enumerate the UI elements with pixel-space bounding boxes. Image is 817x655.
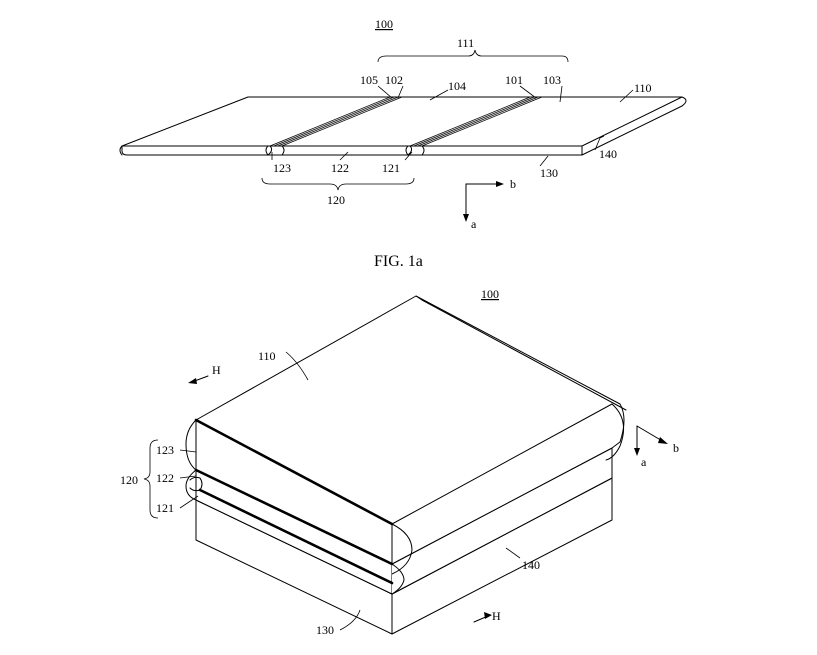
- folded-layer-upper: [185, 295, 627, 575]
- brace-120-b: [143, 439, 159, 519]
- fig-1b: 100: [120, 287, 679, 637]
- fig1b-ref-100: 100: [481, 287, 499, 301]
- axis-label-a: a: [471, 217, 477, 231]
- fig1b-ref-121: 121: [156, 501, 174, 515]
- fig1b-ref-123: 123: [156, 443, 174, 457]
- fig1a-ref-100: 100: [375, 17, 393, 31]
- axis-label-a-1b: a: [641, 455, 647, 469]
- fig1a-ref-121: 121: [382, 161, 400, 175]
- fig1a-ref-120: 120: [327, 193, 345, 207]
- fig1a-ref-122: 122: [331, 161, 349, 175]
- fig1a-caption: FIG. 1a: [374, 253, 423, 270]
- fig1a-ref-111: 111: [457, 36, 474, 50]
- fig1a-ref-110: 110: [634, 81, 652, 95]
- section-mark-h-top: H: [212, 363, 221, 377]
- unfolded-display-panel: [119, 96, 687, 156]
- fig1a-ref-102: 102: [385, 73, 403, 87]
- brace-120: [261, 177, 415, 191]
- fig1a-ref-123: 123: [273, 161, 291, 175]
- axis-indicator-1b: b a: [634, 425, 679, 469]
- axis-label-b: b: [510, 177, 516, 191]
- brace-111: [377, 49, 569, 63]
- axis-label-b-1b: b: [673, 441, 679, 455]
- section-mark-top: H: [188, 363, 221, 384]
- fig1b-ref-140: 140: [522, 558, 540, 572]
- axis-indicator-1a: b a: [463, 177, 516, 231]
- folded-layer-lower: [185, 447, 613, 595]
- fig1b-ref-120: 120: [120, 473, 138, 487]
- fig1a-ref-105: 105: [360, 73, 378, 87]
- fig1b-ref-122: 122: [156, 471, 174, 485]
- section-mark-h-bottom: H: [492, 609, 501, 623]
- fig1a-ref-140: 140: [599, 147, 617, 161]
- section-mark-bottom: H: [473, 609, 501, 623]
- fig1b-ref-110: 110: [258, 349, 276, 363]
- fig-1a: 100 111: [119, 17, 687, 270]
- fig1b-ref-130: 130: [316, 623, 334, 637]
- fig1a-ref-101: 101: [505, 73, 523, 87]
- hinge-profile-right: [405, 145, 413, 156]
- fig1a-ref-130: 130: [540, 166, 558, 180]
- fig1a-ref-103: 103: [543, 73, 561, 87]
- hinge-profile-left: [265, 145, 273, 156]
- fig1a-ref-104: 104: [448, 79, 466, 93]
